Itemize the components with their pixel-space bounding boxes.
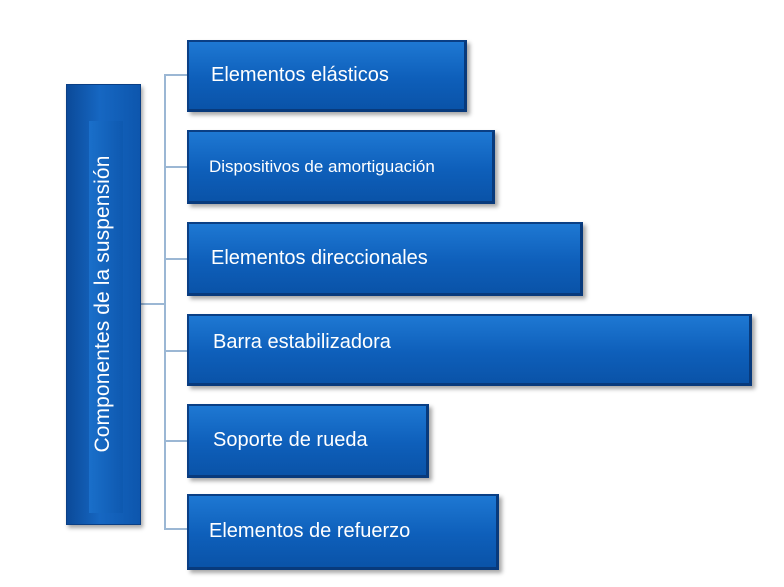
node-barra-estabilizadora: Barra estabilizadora: [187, 314, 752, 386]
branch-connector-6: [164, 528, 188, 530]
node-label: Dispositivos de amortiguación: [209, 156, 435, 176]
branch-connector-2: [164, 166, 188, 168]
node-elementos-direccionales: Elementos direccionales: [187, 222, 583, 296]
node-label: Soporte de rueda: [213, 429, 368, 451]
branch-connector-3: [164, 258, 188, 260]
node-elementos-elasticos: Elementos elásticos: [187, 40, 467, 112]
node-soporte-rueda: Soporte de rueda: [187, 404, 429, 478]
branch-connector-4: [164, 350, 188, 352]
branch-connector-1: [164, 74, 188, 76]
node-dispositivos-amortiguacion: Dispositivos de amortiguación: [187, 130, 495, 204]
node-label: Elementos elásticos: [211, 64, 389, 86]
trunk-connector: [164, 74, 166, 530]
node-elementos-refuerzo: Elementos de refuerzo: [187, 494, 499, 570]
node-label: Elementos direccionales: [211, 247, 428, 269]
node-label: Elementos de refuerzo: [209, 520, 411, 542]
root-node: [66, 84, 141, 525]
root-node-label: Componentes de la suspensión: [91, 155, 114, 453]
node-label: Barra estabilizadora: [213, 331, 391, 353]
branch-connector-5: [164, 440, 188, 442]
root-stub-connector: [141, 303, 165, 305]
root-node-inner-panel: [89, 121, 123, 513]
